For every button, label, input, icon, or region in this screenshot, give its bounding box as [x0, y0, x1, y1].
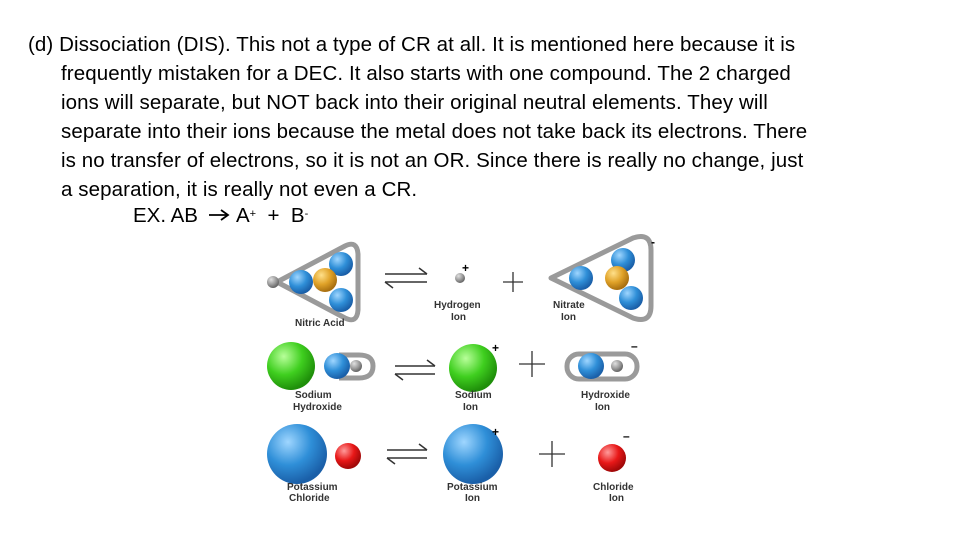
- nitrate-ion-charge: -: [651, 235, 655, 249]
- equilibrium-arrow-icon: [386, 443, 428, 465]
- sodium-hydroxide-label-2: Hydroxide: [293, 402, 342, 413]
- paragraph-line-2: frequently mistaken for a DEC. It also s…: [61, 62, 791, 85]
- example-product-a: A: [235, 204, 250, 227]
- paragraph-line-3: ions will separate, but NOT back into th…: [61, 91, 768, 114]
- potassium-ion-atom: [443, 424, 503, 484]
- hydroxide-ion-molecule: [564, 351, 640, 382]
- example-product-a-charge: +: [249, 208, 257, 220]
- plus-sign-icon: [519, 351, 545, 377]
- example-product-b-charge: -: [304, 208, 309, 220]
- sodium-hydroxide-molecule: [267, 342, 376, 390]
- plus-sign-icon: [503, 272, 523, 292]
- example-plus: +: [267, 204, 280, 227]
- chloride-ion-atom: [598, 444, 626, 472]
- chloride-ion-label-1: Chloride: [593, 482, 634, 493]
- equilibrium-arrow-icon: [394, 359, 436, 381]
- example-reactant: EX. AB: [133, 204, 198, 227]
- nitric-acid-label: Nitric Acid: [295, 318, 345, 329]
- hydrogen-ion-label-2: Ion: [451, 312, 466, 323]
- sodium-hydroxide-label-1: Sodium: [295, 390, 332, 401]
- plus-sign-icon: [539, 441, 565, 467]
- dissociation-diagram: Nitric Acid + Hydrogen Ion - Nitrate Ion…: [267, 234, 655, 504]
- sodium-ion-charge: +: [492, 341, 499, 355]
- paragraph-line-6: a separation, it is really not even a CR…: [61, 178, 418, 201]
- paragraph-line-5: is no transfer of electrons, so it is no…: [61, 149, 804, 172]
- hydrogen-ion-atom: [455, 273, 465, 283]
- hydroxide-ion-label-1: Hydroxide: [581, 390, 630, 401]
- nitrate-ion-label-2: Ion: [561, 312, 576, 323]
- potassium-chloride-label-2: Chloride: [289, 493, 330, 504]
- potassium-chloride-label-1: Potassium: [287, 482, 338, 493]
- right-arrow-icon: [208, 203, 230, 229]
- chloride-ion-label-2: Ion: [609, 493, 624, 504]
- equilibrium-arrow-icon: [384, 267, 428, 289]
- hydroxide-ion-label-2: Ion: [595, 402, 610, 413]
- potassium-chloride-molecule: [267, 424, 361, 484]
- hydroxide-ion-charge: –: [631, 339, 638, 353]
- sodium-ion-atom: [449, 344, 497, 392]
- nitrate-ion-molecule: [548, 234, 654, 322]
- potassium-ion-label-1: Potassium: [447, 482, 498, 493]
- sodium-ion-label-2: Ion: [463, 402, 478, 413]
- potassium-ion-charge: +: [492, 425, 499, 439]
- description-paragraph: (d) Dissociation (DIS). This not a type …: [28, 30, 938, 204]
- paragraph-line-4: separate into their ions because the met…: [61, 120, 808, 143]
- hydrogen-ion-label-1: Hydrogen: [434, 300, 481, 311]
- nitrate-ion-label-1: Nitrate: [553, 300, 585, 311]
- example-product-b: B: [290, 204, 305, 227]
- potassium-ion-label-2: Ion: [465, 493, 480, 504]
- sodium-ion-label-1: Sodium: [455, 390, 492, 401]
- nitric-acid-molecule: [267, 241, 361, 323]
- chloride-ion-charge: –: [623, 429, 630, 443]
- hydrogen-ion-charge: +: [462, 261, 469, 275]
- paragraph-line-1: (d) Dissociation (DIS). This not a type …: [28, 33, 796, 56]
